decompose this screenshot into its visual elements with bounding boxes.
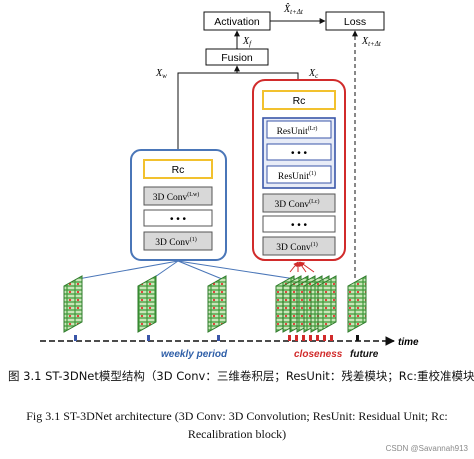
map-tile <box>347 275 367 333</box>
closeness-dots-2: • • • <box>291 220 308 231</box>
closeness-map-tiles <box>275 275 337 333</box>
x-true-label: Xt+Δt <box>361 36 382 48</box>
future-label: future <box>350 349 379 360</box>
closeness-resunit-top: ResUnit(Lr) <box>277 125 318 137</box>
weekly-rc-label: Rc <box>172 164 185 176</box>
map-tile <box>317 275 337 333</box>
x-f-label: Xf <box>242 36 252 48</box>
x-c-label: Xc <box>308 68 319 80</box>
weekly-dots: • • • <box>170 214 187 225</box>
closeness-conv-top: 3D Conv(Lc) <box>275 198 320 210</box>
activation-block: Activation <box>203 11 271 31</box>
weekly-map-tiles <box>63 275 227 333</box>
caption-english-line-2: Recalibration block) <box>187 427 287 441</box>
closeness-resunit-bottom: ResUnit(1) <box>278 170 316 182</box>
weekly-conv-top: 3D Conv(Lw) <box>153 191 200 203</box>
weekly-fan-lines <box>77 260 296 280</box>
map-tile <box>207 275 227 333</box>
watermark: CSDN @Savannah913 <box>385 444 468 453</box>
weekly-period-label: weekly period <box>161 349 228 360</box>
time-label: time <box>398 337 419 348</box>
architecture-diagram: Activation Loss X̂t+Δt Fusion Xf Xw Xc X… <box>40 2 419 360</box>
closeness-branch: Rc ResUnit(Lr) • • • ResUnit(1) 3D Conv(… <box>252 79 346 261</box>
timeline: time weekly period closeness future <box>40 335 419 360</box>
x-w-label: Xw <box>155 68 167 80</box>
caption-english-line-1: Fig 3.1 ST-3DNet architecture (3D Conv: … <box>26 409 448 423</box>
closeness-fan-lines <box>289 261 315 273</box>
loss-label: Loss <box>344 16 366 28</box>
weekly-branch: Rc 3D Conv(Lw) • • • 3D Conv(1) <box>130 149 227 261</box>
closeness-conv-bottom: 3D Conv(1) <box>276 241 318 253</box>
activation-label: Activation <box>214 16 260 28</box>
fusion-block: Fusion <box>205 48 269 66</box>
closeness-dots-1: • • • <box>291 148 308 159</box>
caption-chinese: 图 3.1 ST-3DNet模型结构（3D Conv：三维卷积层；ResUnit… <box>8 369 474 383</box>
closeness-rc-label: Rc <box>293 95 306 107</box>
caption-english: Fig 3.1 ST-3DNet architecture (3D Conv: … <box>0 407 474 443</box>
fusion-label: Fusion <box>221 52 253 64</box>
closeness-to-fusion-arrow <box>237 72 299 80</box>
future-map-tile <box>347 275 367 333</box>
loss-block: Loss <box>325 11 385 31</box>
weekly-to-fusion-arrow <box>177 65 240 150</box>
map-tile <box>137 275 157 333</box>
x-hat-label: X̂t+Δt <box>283 2 304 16</box>
closeness-label: closeness <box>294 349 343 360</box>
map-tile <box>63 275 83 333</box>
weekly-conv-bottom: 3D Conv(1) <box>155 236 197 248</box>
